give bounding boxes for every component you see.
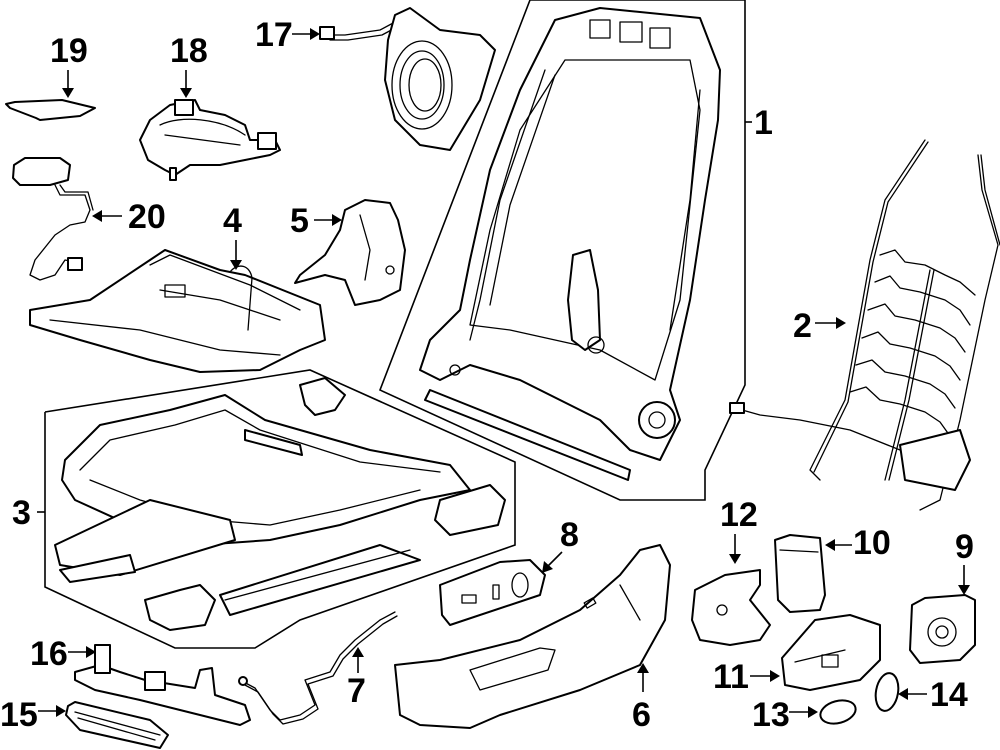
callout-18: 18 (170, 32, 208, 98)
part-17-harness-coil[interactable] (319, 7, 496, 151)
callout-label-7: 7 (347, 672, 366, 710)
callout-label-14: 14 (930, 676, 968, 714)
part-15-track-cover[interactable] (65, 701, 169, 749)
callout-19: 19 (50, 32, 88, 98)
callout-15: 15 (0, 696, 66, 734)
callout-label-18: 18 (170, 32, 208, 70)
part-14-switch-knob-round[interactable] (873, 671, 901, 712)
callout-label-11: 11 (713, 658, 749, 696)
callout-8: 8 (542, 516, 579, 573)
part-16-track-bracket[interactable] (74, 644, 251, 726)
callout-label-20: 20 (128, 198, 166, 236)
seat-back-group-outline (378, 0, 752, 501)
callout-10: 10 (825, 524, 891, 562)
callout-20: 20 (92, 198, 166, 236)
callout-label-2: 2 (793, 307, 812, 345)
callout-label-9: 9 (955, 528, 974, 566)
part-1-seat-back-frame[interactable] (419, 7, 721, 481)
callout-11: 11 (713, 658, 780, 696)
callout-label-5: 5 (290, 202, 309, 240)
callout-label-13: 13 (752, 696, 790, 734)
callout-3: 3 (12, 494, 31, 532)
callout-5: 5 (290, 202, 342, 240)
part-7-wire-rod[interactable] (238, 611, 398, 725)
callout-label-3: 3 (12, 494, 31, 532)
callout-label-1: 1 (754, 104, 773, 142)
part-19-sensor-pad[interactable] (5, 99, 96, 121)
callout-9: 9 (955, 528, 974, 595)
part-10-bracket[interactable] (774, 534, 826, 613)
part-12-lumbar-switch[interactable] (691, 569, 771, 646)
callout-13: 13 (752, 696, 818, 734)
callout-14: 14 (898, 676, 968, 714)
part-5-side-cover[interactable] (294, 199, 406, 306)
callout-4: 4 (223, 202, 242, 270)
seat-cushion-group-outline (37, 369, 516, 649)
callout-label-4: 4 (223, 202, 242, 240)
callout-7: 7 (347, 647, 366, 710)
callout-label-19: 19 (50, 32, 88, 70)
callout-label-10: 10 (853, 524, 891, 562)
part-13-switch-knob-oval[interactable] (818, 697, 858, 728)
callout-17: 17 (255, 16, 320, 54)
part-3-seat-cushion-frame[interactable] (54, 377, 506, 631)
part-8-switch-bezel[interactable] (439, 559, 546, 626)
callout-1: 1 (754, 104, 773, 142)
callout-6: 6 (632, 663, 651, 734)
callout-12: 12 (720, 496, 758, 564)
callout-label-6: 6 (632, 696, 651, 734)
callout-label-15: 15 (0, 696, 38, 734)
part-11-switch-assembly[interactable] (781, 614, 881, 691)
callout-label-12: 12 (720, 496, 758, 534)
callout-16: 16 (30, 635, 96, 673)
callout-2: 2 (793, 307, 846, 345)
callout-label-17: 17 (255, 16, 293, 54)
part-2-lumbar-support-spring[interactable] (729, 139, 1000, 511)
part-20-wiring-harness[interactable] (12, 157, 94, 281)
part-9-knob[interactable] (909, 594, 976, 664)
callout-label-16: 16 (30, 635, 68, 673)
part-4-cushion-pan[interactable] (29, 249, 326, 373)
part-18-recliner-module[interactable] (139, 99, 281, 181)
part-6-outer-side-trim[interactable] (394, 544, 671, 729)
callout-label-8: 8 (560, 516, 579, 554)
